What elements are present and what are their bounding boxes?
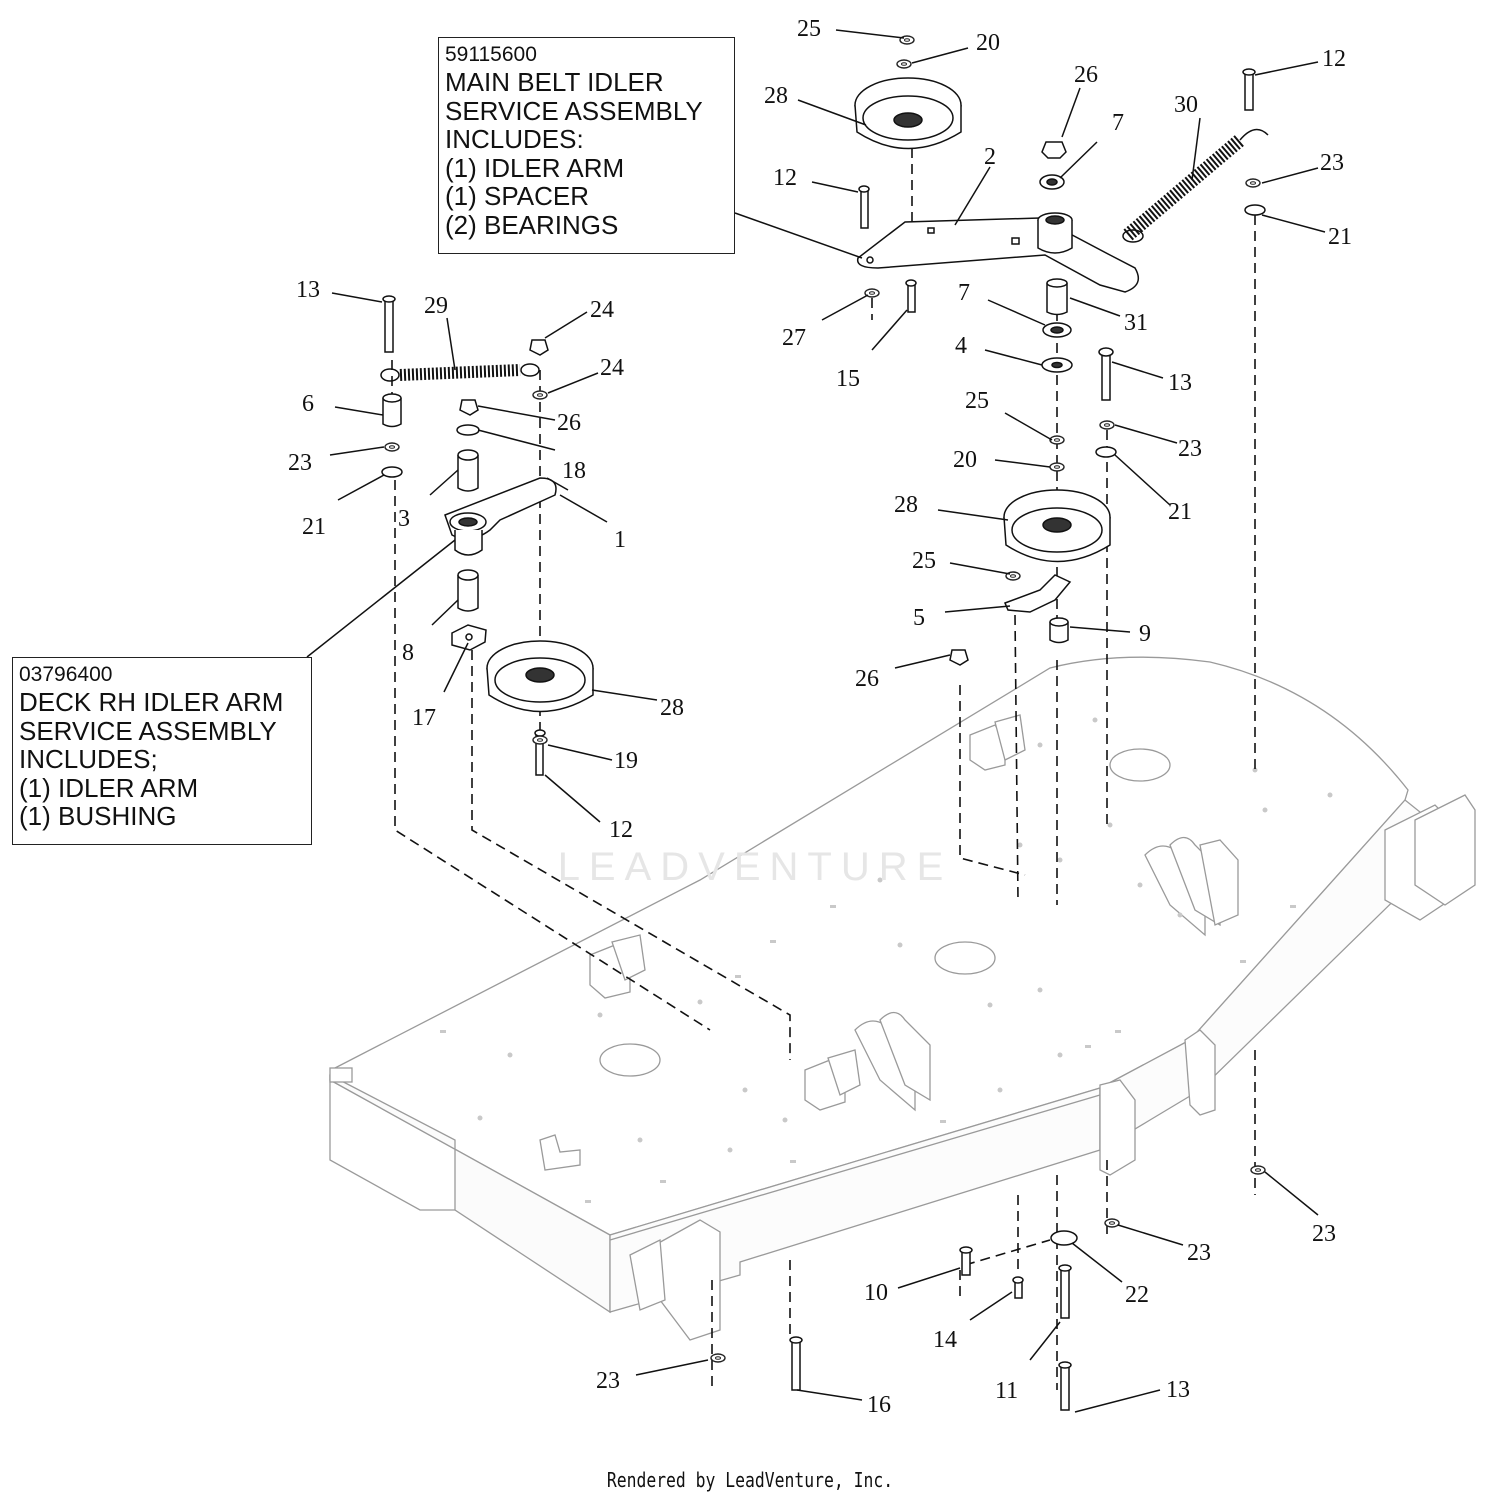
leader-lines [306,29,1326,1413]
parts [380,35,1269,1411]
part-label: 21 [1328,224,1352,250]
part-label: 13 [1166,1377,1190,1403]
part-label: 30 [1174,92,1198,118]
part-label: 26 [855,666,879,692]
callout-line: MAIN BELT IDLER [445,67,664,97]
part-label: 10 [864,1280,888,1306]
part-label: 23 [1312,1221,1336,1247]
part-label: 14 [933,1327,957,1353]
part-label: 8 [402,640,414,666]
main-belt-idler-callout: 59115600 MAIN BELT IDLER SERVICE ASSEMBL… [438,37,735,254]
part-label: 2 [984,144,996,170]
part-label: 1 [614,527,626,553]
part-label: 3 [398,506,410,532]
deck-rh-idler-callout: 03796400 DECK RH IDLER ARM SERVICE ASSEM… [12,657,312,845]
part-label: 23 [1187,1240,1211,1266]
callout-line: SERVICE ASSEMBLY [445,95,703,126]
part-label: 12 [773,165,797,191]
footer-credit: Rendered by LeadVenture, Inc. [606,1468,894,1492]
part-label: 20 [976,30,1000,56]
part-label: 25 [912,548,936,574]
part-label: 12 [1322,46,1346,72]
part-labels: 25 20 28 26 7 30 12 12 23 21 2 27 15 7 3… [288,16,1352,1418]
part-label: 23 [596,1368,620,1394]
part-label: 28 [660,695,684,721]
part-label: 13 [296,277,320,303]
part-label: 7 [1112,110,1124,136]
part-label: 16 [867,1392,891,1418]
part-label: 7 [958,280,970,306]
part-label: 29 [424,293,448,319]
callout-part-number: 59115600 [445,43,537,66]
part-label: 22 [1125,1282,1149,1308]
part-label: 11 [995,1378,1018,1404]
part-label: 18 [562,458,586,484]
part-label: 9 [1139,621,1151,647]
part-label: 19 [614,748,638,774]
part-label: 23 [1178,436,1202,462]
part-label: 28 [764,83,788,109]
part-label: 26 [1074,62,1098,88]
deck-holes [440,717,1333,1203]
part-label: 20 [953,447,977,473]
callout-line: INCLUDES; [19,744,158,774]
part-label: 23 [1320,150,1344,176]
callout-line: (2) BEARINGS [445,209,619,240]
callout-line: (1) IDLER ARM [19,772,199,803]
part-label: 27 [782,325,806,351]
spring-30 [1123,134,1245,241]
part-label: 17 [412,705,436,731]
part-label: 21 [1168,499,1192,525]
part-label: 23 [288,450,312,476]
part-label: 26 [557,410,581,436]
part-label: 25 [797,16,821,42]
callout-part-number: 03796400 [19,663,113,686]
part-label: 28 [894,492,918,518]
part-label: 31 [1124,310,1148,336]
callout-line: (1) BUSHING [19,801,177,831]
part-label: 13 [1168,370,1192,396]
part-label: 5 [913,605,925,631]
part-label: 24 [600,355,624,381]
part-label: 4 [955,333,967,359]
callout-line: DECK RH IDLER ARM [19,687,284,717]
callout-line: (1) IDLER ARM [445,152,625,183]
part-label: 25 [965,388,989,414]
part-label: 12 [609,817,633,843]
callout-line: SERVICE ASSEMBLY [19,715,277,746]
watermark: LEADVENTURE [557,845,953,889]
part-label: 21 [302,514,326,540]
callout-line: INCLUDES: [445,124,584,154]
callout-line: (1) SPACER [445,181,589,211]
part-label: 6 [302,391,314,417]
part-label: 15 [836,366,860,392]
part-label: 24 [590,297,614,323]
main-idler-arm [856,217,1140,293]
spring-29 [399,364,521,381]
mower-deck [329,656,1476,1341]
